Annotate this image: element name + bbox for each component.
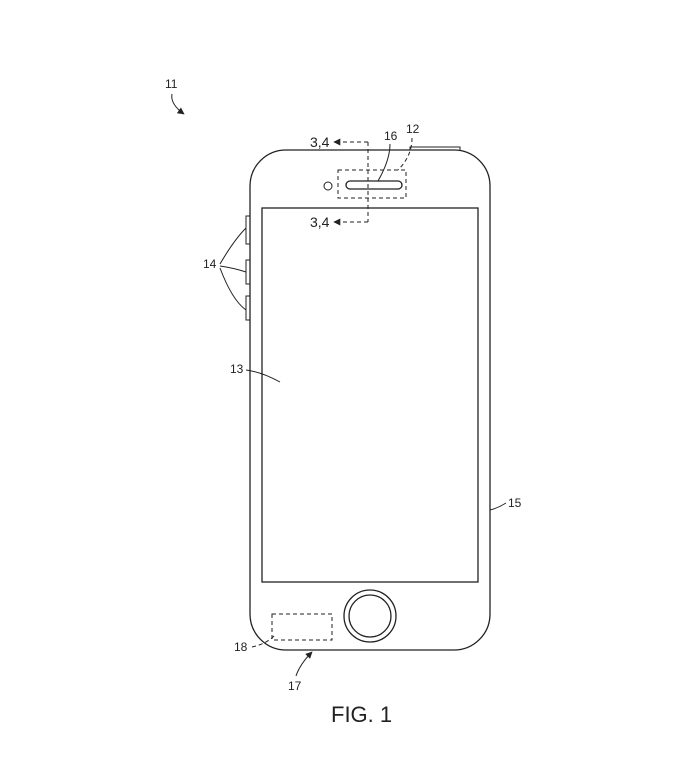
- home-button-inner: [348, 594, 392, 638]
- display-screen: [261, 207, 479, 583]
- leader-side-button-lower: [219, 267, 247, 311]
- label-section-top: 3,4: [310, 134, 330, 150]
- phone-housing: [249, 149, 491, 651]
- label-speaker: 16: [384, 129, 398, 143]
- leader-housing: [489, 502, 507, 511]
- figure-caption: FIG. 1: [331, 702, 392, 727]
- label-earpiece-region: 12: [406, 122, 420, 136]
- bottom-region-box: [271, 613, 333, 641]
- label-display: 13: [230, 362, 244, 376]
- speaker-slot: [345, 180, 403, 190]
- front-camera: [323, 181, 333, 191]
- label-bottom-region: 18: [234, 640, 248, 654]
- leader-earpiece-region: [397, 137, 413, 171]
- leader-display: [245, 369, 281, 383]
- label-device: 11: [165, 77, 178, 91]
- earpiece-region-box: [337, 169, 407, 199]
- leader-side-button-upper: [219, 227, 247, 265]
- leader-bottom-region: [251, 635, 275, 648]
- leader-side-button-middle: [219, 265, 247, 273]
- side-button-lower: [245, 295, 251, 321]
- label-housing: 15: [508, 496, 522, 510]
- side-button-upper: [245, 215, 251, 245]
- top-edge-button: [409, 146, 461, 150]
- label-side-buttons: 14: [203, 257, 217, 271]
- leader-device: [171, 93, 185, 115]
- home-button-outer: [343, 589, 397, 643]
- label-section-bottom: 3,4: [310, 214, 330, 230]
- leader-speaker: [377, 143, 391, 182]
- label-bottom-edge: 17: [288, 679, 302, 693]
- leader-bottom-edge: [295, 651, 313, 677]
